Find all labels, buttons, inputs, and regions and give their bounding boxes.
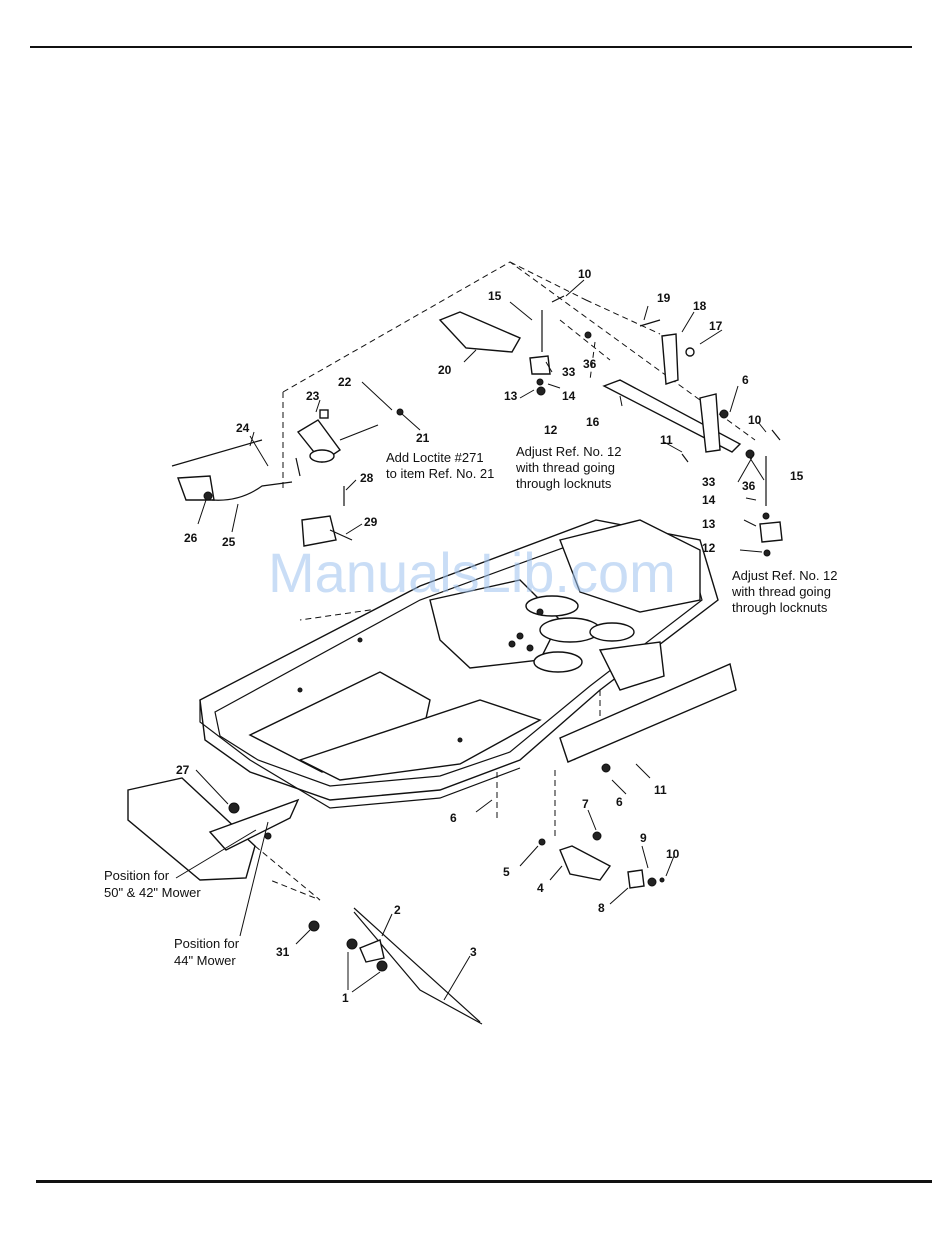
callout-6: 6 bbox=[616, 795, 623, 809]
callout-11: 11 bbox=[654, 783, 667, 797]
lower-parts bbox=[127, 763, 665, 1025]
center-linkage bbox=[438, 295, 783, 557]
bottom-rule bbox=[36, 1180, 932, 1183]
callout-27: 27 bbox=[176, 763, 190, 777]
callout-25: 25 bbox=[222, 535, 236, 549]
callout-3: 3 bbox=[470, 945, 477, 959]
callout-14: 14 bbox=[562, 389, 576, 403]
callout-11: 11 bbox=[660, 433, 673, 447]
callout-15: 15 bbox=[488, 289, 502, 303]
note-line: with thread going bbox=[515, 460, 615, 475]
callout-15: 15 bbox=[790, 469, 804, 483]
callout-leaders bbox=[175, 279, 767, 1001]
callout-36: 36 bbox=[583, 357, 597, 371]
callout-8: 8 bbox=[598, 901, 605, 915]
callout-20: 20 bbox=[438, 363, 452, 377]
callout-26: 26 bbox=[184, 531, 198, 545]
note-line: to item Ref. No. 21 bbox=[386, 466, 494, 481]
mower-frame bbox=[199, 519, 737, 809]
callout-5: 5 bbox=[503, 865, 510, 879]
callout-31: 31 bbox=[276, 945, 290, 959]
note-line: Add Loctite #271 bbox=[386, 450, 484, 465]
note-line: with thread going bbox=[731, 584, 831, 599]
callout-2: 2 bbox=[394, 903, 401, 917]
callout-18: 18 bbox=[693, 299, 707, 313]
callout-19: 19 bbox=[657, 291, 671, 305]
callout-10: 10 bbox=[666, 847, 680, 861]
note-line: 50" & 42" Mower bbox=[104, 885, 201, 900]
callout-12: 12 bbox=[544, 423, 558, 437]
part-callouts: 10 15 19 18 17 20 33 36 13 14 12 16 6 10… bbox=[176, 267, 804, 1005]
top-rule bbox=[30, 46, 912, 48]
callout-10: 10 bbox=[748, 413, 762, 427]
callout-23: 23 bbox=[306, 389, 320, 403]
callout-17: 17 bbox=[709, 319, 723, 333]
note-line: through locknuts bbox=[732, 600, 828, 615]
callout-7: 7 bbox=[582, 797, 589, 811]
note-line: Position for bbox=[174, 936, 240, 951]
callout-21: 21 bbox=[416, 431, 430, 445]
callout-12: 12 bbox=[702, 541, 716, 555]
callout-16: 16 bbox=[586, 415, 600, 429]
adjust-note-right: Adjust Ref. No. 12 with thread going thr… bbox=[731, 568, 838, 615]
callout-10: 10 bbox=[578, 267, 592, 281]
callout-4: 4 bbox=[537, 881, 544, 895]
position-note-50-42: Position for 50" & 42" Mower bbox=[104, 868, 201, 900]
position-note-44: Position for 44" Mower bbox=[174, 936, 240, 968]
callout-24: 24 bbox=[236, 421, 250, 435]
callout-36: 36 bbox=[742, 479, 756, 493]
callout-6: 6 bbox=[450, 811, 457, 825]
note-line: 44" Mower bbox=[174, 953, 236, 968]
callout-29: 29 bbox=[364, 515, 378, 529]
callout-13: 13 bbox=[504, 389, 518, 403]
callout-14: 14 bbox=[702, 493, 716, 507]
note-line: Position for bbox=[104, 868, 170, 883]
assembly-boundary bbox=[282, 261, 756, 490]
callout-28: 28 bbox=[360, 471, 374, 485]
callout-33: 33 bbox=[702, 475, 716, 489]
adjust-note-top: Adjust Ref. No. 12 with thread going thr… bbox=[515, 444, 622, 491]
note-line: Adjust Ref. No. 12 bbox=[732, 568, 838, 583]
loctite-note: Add Loctite #271 to item Ref. No. 21 bbox=[386, 450, 494, 481]
watermark-text: ManualsLib.com bbox=[268, 541, 676, 604]
note-line: through locknuts bbox=[516, 476, 612, 491]
note-line: Adjust Ref. No. 12 bbox=[516, 444, 622, 459]
callout-22: 22 bbox=[338, 375, 352, 389]
callout-9: 9 bbox=[640, 831, 647, 845]
callout-1: 1 bbox=[342, 991, 349, 1005]
callout-33: 33 bbox=[562, 365, 576, 379]
callout-13: 13 bbox=[702, 517, 716, 531]
callout-6: 6 bbox=[742, 373, 749, 387]
left-linkage bbox=[171, 408, 404, 547]
